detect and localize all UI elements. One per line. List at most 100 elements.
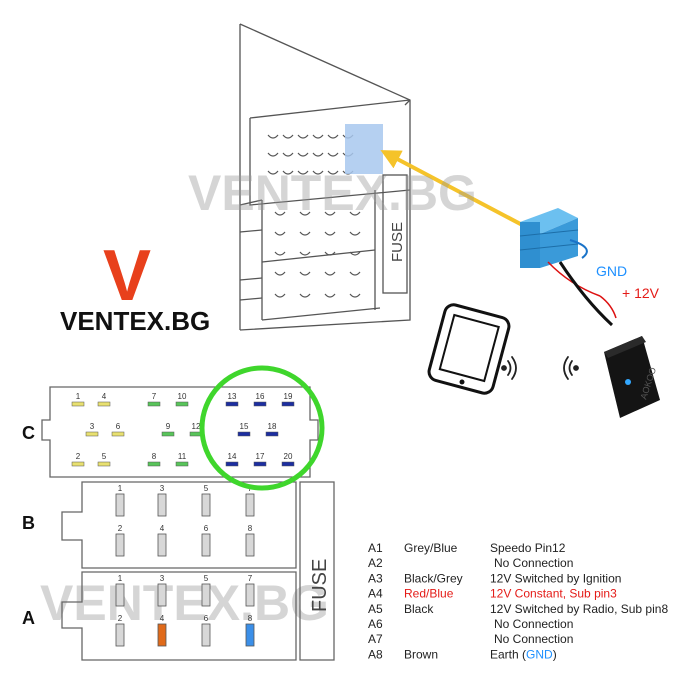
gnd-label: GND <box>596 263 627 279</box>
pin-id: A1 <box>368 541 383 555</box>
pin-hook <box>349 231 361 236</box>
connection-arrow <box>380 150 529 230</box>
c-pin <box>147 461 161 467</box>
c-pin-number: 1 <box>76 392 81 401</box>
b-pin-number: 3 <box>160 484 165 493</box>
a-pin <box>115 583 125 607</box>
wire-color: Black/Grey <box>404 571 463 585</box>
c-pin-number: 19 <box>284 392 293 401</box>
c-pin <box>97 401 111 407</box>
c-pin <box>281 401 295 407</box>
pin-hook <box>282 152 294 157</box>
c-pin-number: 20 <box>284 452 293 461</box>
c-pin-number: 8 <box>152 452 157 461</box>
c-pin <box>225 401 239 407</box>
pin-hook <box>274 293 286 298</box>
gnd-highlight: GND <box>526 647 553 661</box>
head-unit-fuse: FUSE <box>382 174 408 294</box>
a-pin-number: 2 <box>118 614 123 623</box>
c-pin <box>237 431 251 437</box>
pin-hook <box>267 170 279 175</box>
a-pin <box>245 583 255 607</box>
pin-hook <box>324 211 336 216</box>
module-wires <box>547 239 617 327</box>
pin-hook <box>312 134 324 139</box>
c-pin <box>175 401 189 407</box>
watermark-bottom: VENTEX.BG <box>40 575 329 631</box>
pin-hook <box>327 134 339 139</box>
pin-hook <box>267 152 279 157</box>
a-pin <box>115 623 125 647</box>
pin-hook <box>327 170 339 175</box>
wire-color: Black <box>404 602 434 616</box>
b-pin-number: 6 <box>204 524 209 533</box>
pin-id: A2 <box>368 556 383 570</box>
pin-function: 12V Switched by Radio, Sub pin8 <box>490 602 668 616</box>
pin-hook <box>297 152 309 157</box>
c-pin <box>147 401 161 407</box>
c-block-highlight-circle <box>199 365 325 491</box>
pin-function: 12V Constant, Sub pin3 <box>490 587 617 601</box>
b-pin <box>201 493 211 517</box>
pin-hook <box>324 293 336 298</box>
pin-hook <box>327 152 339 157</box>
pin-hook <box>349 271 361 276</box>
c-pin <box>161 431 175 437</box>
c-pin <box>225 461 239 467</box>
c-pin <box>253 461 267 467</box>
power-label: + 12V <box>622 285 660 301</box>
b-pin-number: 8 <box>248 524 253 533</box>
pin-hook <box>299 293 311 298</box>
watermark-top: VENTEX.BG <box>188 165 477 221</box>
c-pin-number: 5 <box>102 452 107 461</box>
a-pin <box>201 623 211 647</box>
connector-fuse-label: FUSE <box>309 559 331 612</box>
c-pin <box>85 431 99 437</box>
a-pin <box>157 583 167 607</box>
b-pin-number: 5 <box>204 484 209 493</box>
connector-c <box>41 386 319 478</box>
a-pin <box>157 623 167 647</box>
pin-id: A8 <box>368 647 383 661</box>
pin-hook <box>299 271 311 276</box>
pin-hook <box>274 231 286 236</box>
c-pin <box>71 461 85 467</box>
a-pin-number: 1 <box>118 574 123 583</box>
c-pin-number: 16 <box>256 392 265 401</box>
wireless-right-icon <box>563 356 579 380</box>
pin-hook <box>349 211 361 216</box>
c-pin-number: 7 <box>152 392 157 401</box>
pin-hook <box>349 251 361 256</box>
b-pin-number: 1 <box>118 484 123 493</box>
connector-fuse: FUSE <box>299 481 335 661</box>
pin-hook <box>324 251 336 256</box>
pin-hook <box>312 152 324 157</box>
pin-hook <box>274 211 286 216</box>
pin-hook <box>299 251 311 256</box>
head-unit-sketch <box>239 23 411 331</box>
pin-hook <box>274 271 286 276</box>
pin-hook <box>297 170 309 175</box>
connector-a <box>61 571 297 661</box>
c-pin <box>253 401 267 407</box>
a-pin-number: 3 <box>160 574 165 583</box>
pin-function: No Connection <box>494 617 573 631</box>
c-pin <box>281 461 295 467</box>
pin-function: Speedo Pin12 <box>490 541 566 555</box>
pin-hook <box>299 231 311 236</box>
c-pin-number: 10 <box>178 392 187 401</box>
a-pin <box>245 623 255 647</box>
pin-id: A3 <box>368 571 383 585</box>
bluetooth-receiver: AOKOO <box>604 336 660 418</box>
c-pin-number: 12 <box>192 422 201 431</box>
connector-a-label: A <box>22 608 35 628</box>
c-pin <box>111 431 125 437</box>
pin-hook <box>267 134 279 139</box>
pin-hook <box>282 134 294 139</box>
b-pin <box>245 533 255 557</box>
pin-function: No Connection <box>494 632 573 646</box>
